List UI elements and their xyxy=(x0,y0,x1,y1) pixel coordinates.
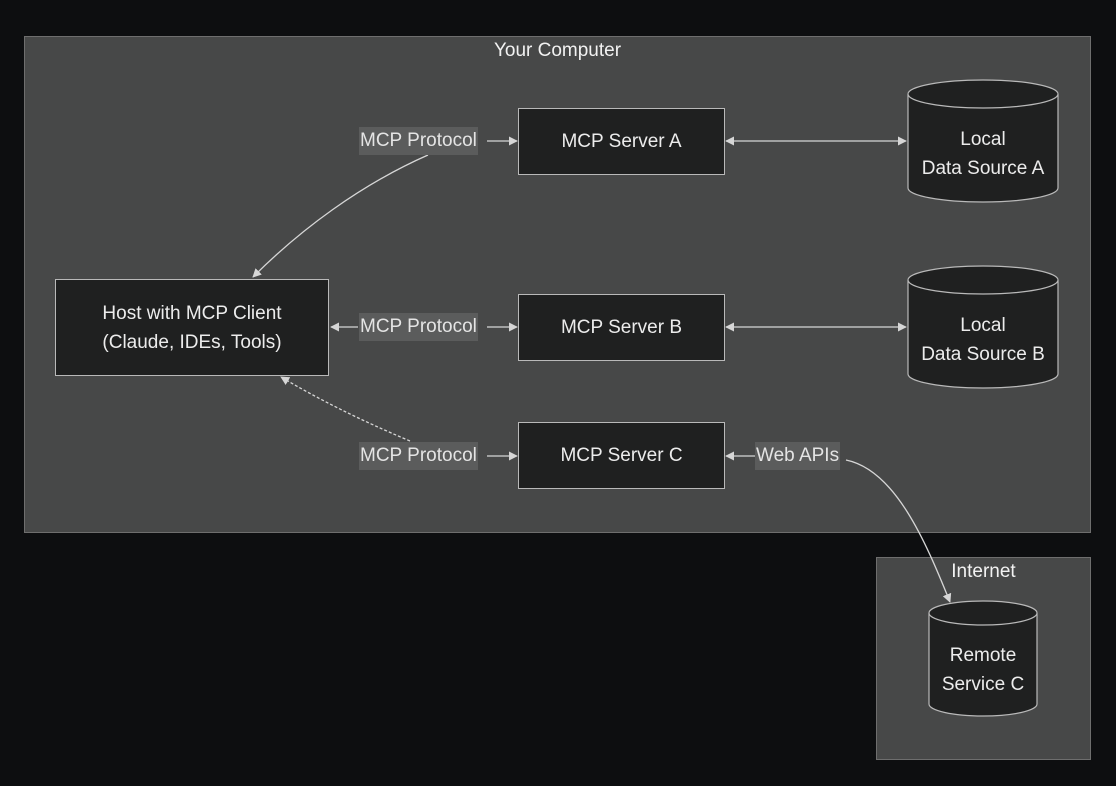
node-local-data-source-a: Local Data Source A xyxy=(921,129,1045,179)
edge-label-host-server-b: MCP Protocol xyxy=(359,313,478,341)
node-local-data-source-b: Local Data Source B xyxy=(921,315,1045,365)
node-mcp-server-a: MCP Server A xyxy=(518,108,725,175)
node-host-mcp-client: Host with MCP Client (Claude, IDEs, Tool… xyxy=(55,279,329,376)
cylinder-local-a xyxy=(907,79,1059,203)
node-mcp-server-b: MCP Server B xyxy=(518,294,725,361)
group-title-internet: Internet xyxy=(951,561,1016,582)
cylinder-local-b xyxy=(907,265,1059,389)
node-remote-service-c: Remote Service C xyxy=(941,645,1025,695)
group-title-your-computer: Your Computer xyxy=(493,40,622,61)
node-mcp-server-c: MCP Server C xyxy=(518,422,725,489)
edge-host-server-a xyxy=(252,154,429,278)
edge-label-web-apis: Web APIs xyxy=(755,442,841,470)
edge-web-apis-remote-c xyxy=(845,459,952,603)
edge-label-host-server-c: MCP Protocol xyxy=(359,442,478,470)
edge-label-host-server-a: MCP Protocol xyxy=(359,127,478,155)
group-internet: Internet xyxy=(876,557,1091,760)
cylinder-remote-c xyxy=(928,600,1038,717)
edge-host-server-c xyxy=(280,376,411,442)
